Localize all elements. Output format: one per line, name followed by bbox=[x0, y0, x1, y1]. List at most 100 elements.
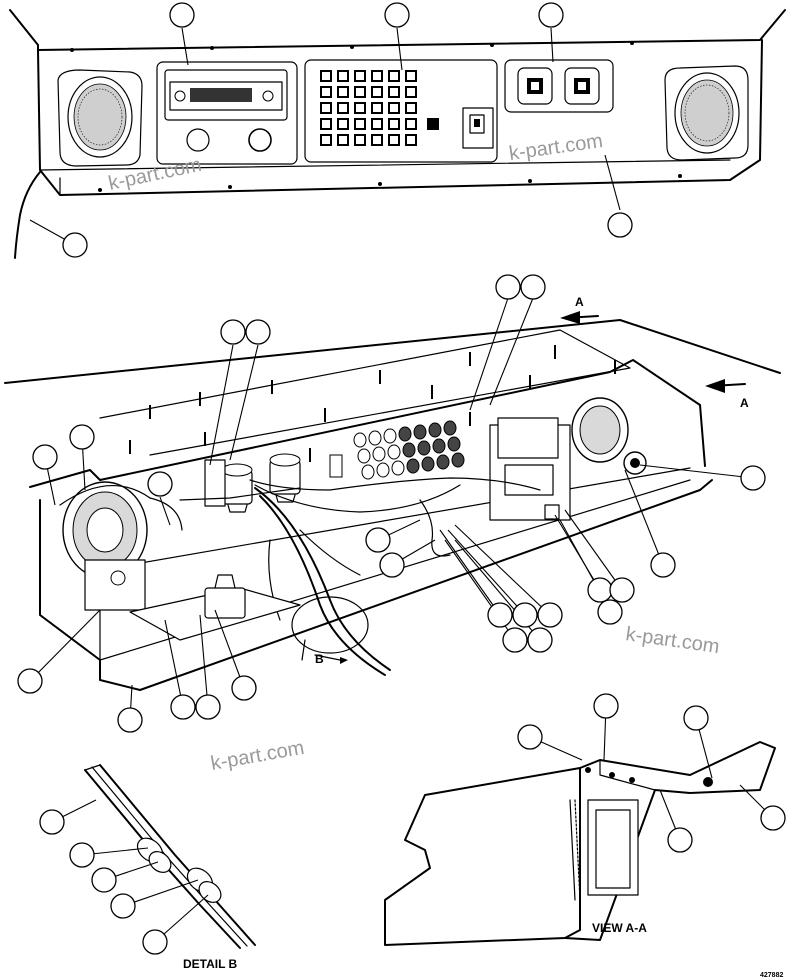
switch-face bbox=[407, 120, 415, 128]
switch-face bbox=[339, 136, 347, 144]
leader-line bbox=[454, 524, 551, 616]
connector-plug bbox=[376, 462, 390, 478]
connector-plug bbox=[421, 456, 435, 472]
section-arrow-a-top: A bbox=[560, 295, 599, 324]
watermark-3: k-part.com bbox=[624, 623, 721, 658]
gauge-panel bbox=[504, 59, 614, 113]
switch-face bbox=[322, 72, 330, 80]
callout-bubble bbox=[69, 842, 95, 868]
connector-plug bbox=[428, 422, 442, 438]
connector-plug bbox=[447, 436, 461, 452]
detail-b-view: DETAIL B bbox=[84, 764, 256, 971]
switch-face bbox=[373, 104, 381, 112]
callout-bubble bbox=[667, 827, 693, 853]
callout-bubble bbox=[195, 694, 221, 720]
leader-line bbox=[639, 464, 754, 479]
callout-bubble bbox=[69, 424, 95, 450]
callout-bubbles bbox=[17, 2, 786, 955]
leader-line bbox=[447, 529, 526, 616]
connector-plug bbox=[451, 452, 465, 468]
switch-face bbox=[407, 72, 415, 80]
connector-plug bbox=[436, 454, 450, 470]
leader-line bbox=[489, 297, 534, 406]
leader-line bbox=[199, 614, 209, 708]
switch-face bbox=[390, 72, 398, 80]
harness-wires bbox=[179, 477, 541, 676]
left-speaker bbox=[57, 69, 143, 167]
callout-bubble bbox=[607, 212, 633, 238]
mounting-studs bbox=[129, 345, 616, 462]
connector-plug bbox=[353, 432, 367, 448]
connector-plug bbox=[402, 442, 416, 458]
callout-bubble bbox=[495, 274, 521, 300]
detail-marker-b-label: B bbox=[315, 652, 324, 666]
callout-bubble bbox=[683, 705, 709, 731]
leader-line bbox=[550, 27, 554, 63]
leader-line bbox=[181, 27, 189, 66]
switch-button bbox=[427, 118, 439, 130]
connector-plug bbox=[398, 426, 412, 442]
switch-face bbox=[390, 136, 398, 144]
leader-line bbox=[396, 27, 403, 71]
switch-face bbox=[356, 120, 364, 128]
drawing-number: 427882 bbox=[760, 972, 783, 979]
switch-face bbox=[356, 104, 364, 112]
leader-line bbox=[209, 344, 234, 466]
leader-line bbox=[159, 496, 171, 526]
switch-face bbox=[373, 120, 381, 128]
main-isometric-view: B A A bbox=[4, 295, 781, 691]
switch-face bbox=[322, 88, 330, 96]
callout-bubble bbox=[169, 2, 195, 28]
view-aa-label: VIEW A-A bbox=[592, 921, 647, 935]
callout-bubble bbox=[220, 319, 246, 345]
section-a-top-label: A bbox=[575, 295, 584, 309]
callout-bubble bbox=[527, 627, 553, 653]
leader-line bbox=[624, 469, 664, 566]
switch-face bbox=[390, 88, 398, 96]
connector-plug bbox=[387, 444, 401, 460]
switch-face bbox=[407, 88, 415, 96]
callout-bubble bbox=[39, 809, 65, 835]
switch-face bbox=[339, 120, 347, 128]
leader-line bbox=[604, 154, 621, 211]
callout-bubble bbox=[142, 929, 168, 955]
switch-face bbox=[356, 136, 364, 144]
callout-bubble bbox=[365, 527, 391, 553]
leader-line bbox=[164, 619, 184, 708]
callout-bubble bbox=[609, 577, 635, 603]
callout-bubble bbox=[110, 893, 136, 919]
callout-bubble bbox=[147, 471, 173, 497]
fuse-block bbox=[329, 454, 343, 478]
callout-bubble bbox=[62, 232, 88, 258]
callout-bubble bbox=[487, 602, 513, 628]
callout-bubble bbox=[538, 2, 564, 28]
switch-face bbox=[356, 88, 364, 96]
switch-panel bbox=[304, 59, 498, 163]
top-console-panel bbox=[9, 9, 786, 259]
leader-line bbox=[564, 509, 623, 591]
callout-bubble bbox=[231, 675, 257, 701]
connector-plug bbox=[368, 430, 382, 446]
connector-cluster bbox=[329, 420, 465, 480]
switch-face bbox=[373, 88, 381, 96]
switch-face bbox=[407, 104, 415, 112]
callout-bubble bbox=[384, 2, 410, 28]
section-a-right-label: A bbox=[740, 396, 749, 410]
callout-bubble bbox=[170, 694, 196, 720]
switch-face bbox=[390, 120, 398, 128]
switch-face bbox=[322, 120, 330, 128]
mounting-holes-top bbox=[70, 41, 682, 192]
leader-line bbox=[214, 609, 245, 689]
detail-b-marker: B bbox=[291, 596, 369, 666]
callout-bubble bbox=[520, 274, 546, 300]
callout-bubble bbox=[650, 552, 676, 578]
connector-plug bbox=[417, 440, 431, 456]
view-aa: VIEW A-A bbox=[384, 741, 776, 946]
connector-plug bbox=[372, 446, 386, 462]
leader-line bbox=[122, 879, 199, 907]
bottom-plate bbox=[129, 574, 301, 641]
section-arrow-a-right: A bbox=[705, 379, 749, 410]
switch-face bbox=[407, 136, 415, 144]
callout-bubble bbox=[517, 724, 543, 750]
connector-plug bbox=[443, 420, 457, 436]
